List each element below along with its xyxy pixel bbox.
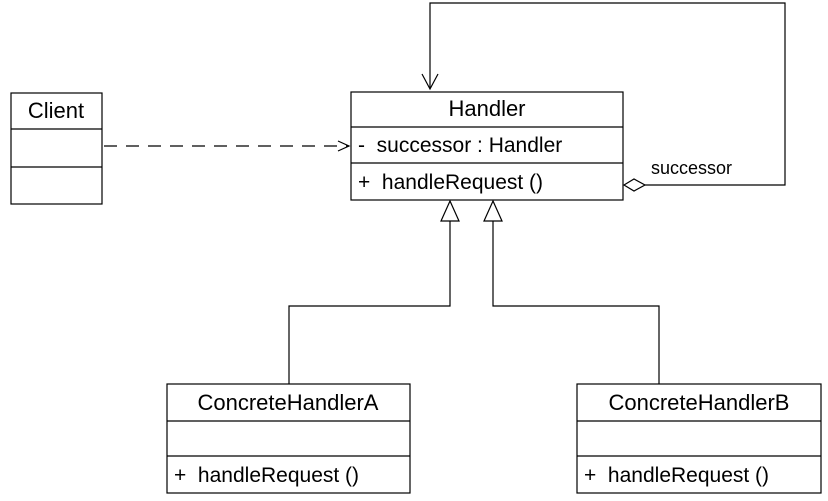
class-concrete-handler-a-operation: + handleRequest (): [174, 464, 359, 487]
class-client-name: Client: [28, 98, 84, 123]
class-handler-attribute: - successor : Handler: [358, 134, 562, 157]
class-concrete-handler-b-box: [576, 383, 822, 494]
class-concrete-handler-a-box: [166, 383, 411, 494]
generalization-concrete-a-handler: [288, 199, 460, 384]
aggregation-successor-label: successor: [651, 158, 732, 178]
class-concrete-handler-a[interactable]: ConcreteHandlerA + handleRequest (): [166, 383, 411, 494]
generalization-concrete-a-triangle: [440, 199, 460, 222]
class-concrete-handler-b[interactable]: ConcreteHandlerB + handleRequest (): [576, 383, 822, 494]
class-handler-operation: + handleRequest (): [358, 171, 543, 194]
aggregation-successor: successor: [421, 2, 786, 192]
class-handler-name: Handler: [448, 96, 525, 121]
aggregation-successor-line: [429, 2, 786, 186]
generalization-concrete-b-line: [492, 221, 660, 384]
class-client-box: [10, 92, 103, 205]
class-concrete-handler-b-operation: + handleRequest (): [584, 464, 769, 487]
generalization-concrete-a-line: [288, 221, 451, 384]
generalization-concrete-b-handler: [483, 199, 660, 384]
class-concrete-handler-a-name: ConcreteHandlerA: [198, 390, 379, 415]
aggregation-successor-arrowhead: [421, 73, 439, 91]
class-concrete-handler-b-name: ConcreteHandlerB: [609, 390, 790, 415]
class-handler[interactable]: Handler - successor : Handler + handleRe…: [350, 91, 624, 201]
class-client[interactable]: Client: [10, 92, 103, 205]
aggregation-diamond: [622, 178, 647, 192]
class-handler-box: [350, 91, 624, 201]
generalization-concrete-b-triangle: [483, 199, 503, 222]
